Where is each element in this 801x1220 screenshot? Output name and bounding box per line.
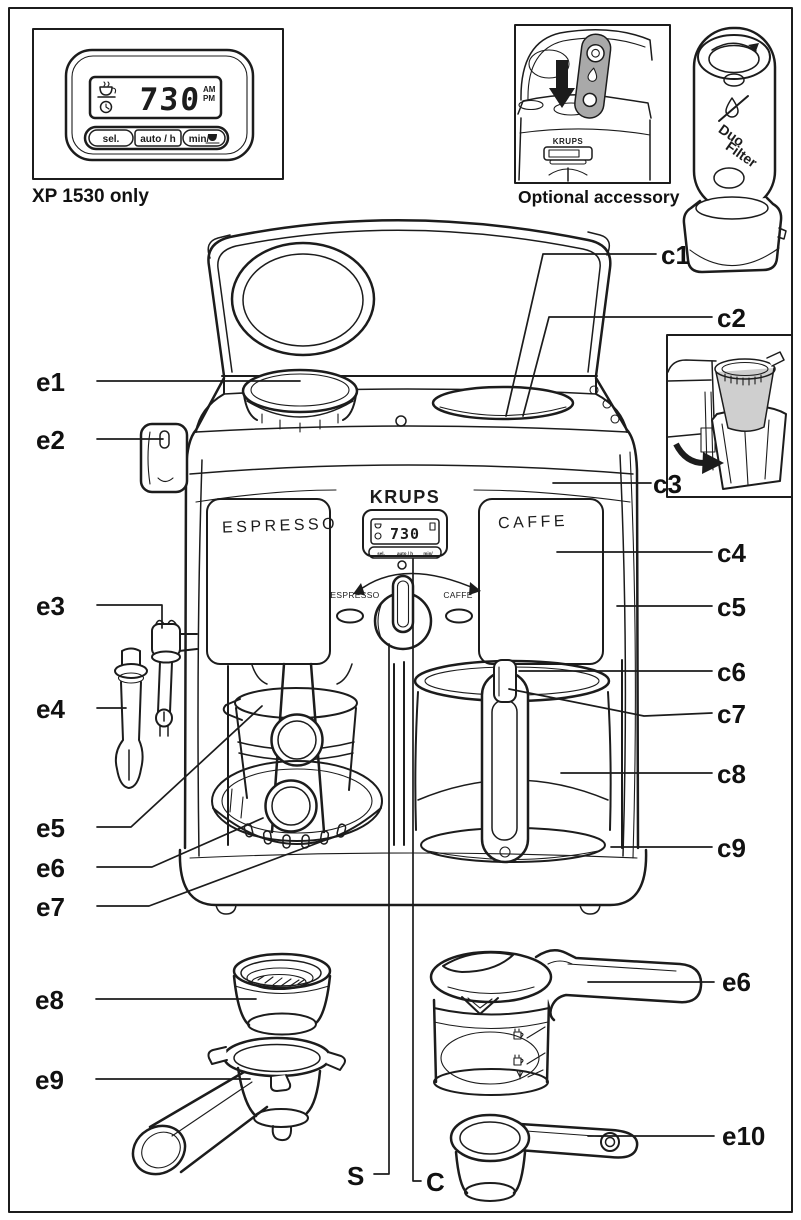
callout-c6: c6 bbox=[717, 657, 746, 687]
machine-display bbox=[362, 509, 448, 557]
espresso-indicator bbox=[336, 608, 364, 624]
inset-display-time: 730 bbox=[138, 82, 202, 118]
optional-accessory-inset: KRUPS bbox=[514, 24, 671, 184]
lid-recess bbox=[230, 241, 376, 357]
caffe-door: CAFFE bbox=[478, 498, 604, 665]
espresso-carafe-handle bbox=[534, 949, 703, 1022]
callout-c7: c7 bbox=[717, 699, 746, 729]
callout-e6-left: e6 bbox=[36, 853, 65, 883]
sel-button bbox=[88, 129, 134, 147]
espresso-door: ESPRESSO bbox=[206, 498, 339, 665]
sel-button-label: sel. bbox=[103, 134, 120, 145]
filter-basket bbox=[232, 952, 332, 1036]
clock-panel-inset: 730 AM PM sel. auto / h min/ bbox=[32, 28, 284, 180]
brand-label: KRUPS bbox=[370, 487, 441, 507]
callout-e10: e10 bbox=[722, 1121, 766, 1151]
micro-auto: auto / h bbox=[397, 551, 413, 556]
micro-sel: sel. bbox=[377, 551, 385, 556]
cone-filter bbox=[714, 351, 785, 432]
callout-c5: c5 bbox=[717, 592, 746, 622]
selector-caffe-label: CAFFE bbox=[443, 590, 472, 600]
callout-leader-lines bbox=[95, 253, 715, 1182]
selector-knob bbox=[373, 574, 433, 651]
espresso-door-label: ESPRESSO bbox=[222, 516, 339, 537]
hinged-lid bbox=[207, 219, 612, 378]
clock-inset-caption: XP 1530 only bbox=[32, 186, 149, 207]
steam-nozzle bbox=[151, 619, 198, 737]
callout-e7: e7 bbox=[36, 892, 65, 922]
auto-h-button-label: auto / h bbox=[140, 134, 176, 145]
caffe-door-label: CAFFE bbox=[498, 513, 569, 532]
espresso-brew-area bbox=[211, 662, 395, 849]
portafilter bbox=[131, 1036, 346, 1176]
callout-e3: e3 bbox=[36, 591, 65, 621]
callout-e9: e9 bbox=[35, 1065, 64, 1095]
callout-s: S bbox=[347, 1161, 365, 1191]
measuring-spoon bbox=[449, 1113, 639, 1202]
pm-label: PM bbox=[203, 94, 215, 103]
top-deck bbox=[195, 368, 628, 433]
duo-filter-cartridge-large: Duo Filter bbox=[682, 26, 787, 274]
insert-arrow-icon bbox=[549, 60, 575, 108]
accessory-inset-caption: Optional accessory bbox=[518, 187, 680, 207]
clock-icon bbox=[99, 100, 113, 114]
carafe-handle bbox=[480, 659, 530, 864]
cup-icon bbox=[205, 134, 220, 144]
duo-filter-cartridge-small bbox=[574, 33, 612, 119]
droplet-icon bbox=[718, 95, 749, 122]
callout-c9: c9 bbox=[717, 833, 746, 863]
callout-c4: c4 bbox=[717, 538, 746, 568]
droplet-icon bbox=[587, 67, 598, 82]
espresso-carafe bbox=[429, 949, 703, 1096]
brew-head-column bbox=[264, 662, 326, 834]
callout-c2: c2 bbox=[717, 303, 746, 333]
callout-c1: c1 bbox=[661, 240, 690, 270]
indicator-dot bbox=[397, 560, 407, 570]
callout-c: C bbox=[426, 1167, 445, 1197]
water-tank-opening bbox=[431, 385, 575, 421]
basket-mesh bbox=[251, 973, 307, 991]
machine-display-buttons bbox=[368, 546, 442, 559]
page-border bbox=[8, 7, 793, 1213]
cup-level-marks bbox=[513, 1026, 546, 1080]
callout-e4: e4 bbox=[36, 694, 65, 724]
caffe-indicator bbox=[445, 608, 473, 624]
callout-c3: c3 bbox=[653, 469, 682, 499]
cup-icon bbox=[97, 81, 117, 98]
boiler-cap bbox=[241, 368, 359, 433]
steam-knob bbox=[139, 422, 189, 494]
callout-c8: c8 bbox=[717, 759, 746, 789]
espresso-carafe-lid bbox=[429, 950, 553, 1015]
am-label: AM bbox=[203, 85, 216, 94]
inset-brand: KRUPS bbox=[553, 137, 584, 146]
min-button-label: min/ bbox=[189, 134, 210, 145]
auto-h-button bbox=[134, 129, 182, 147]
callout-e5: e5 bbox=[36, 813, 65, 843]
micro-min: min/ bbox=[423, 551, 433, 556]
frothing-attachment bbox=[114, 647, 148, 789]
selector-espresso-label: ESPRESSO bbox=[330, 590, 379, 600]
callout-e2: e2 bbox=[36, 425, 65, 455]
coffee-carafe-area bbox=[403, 659, 623, 864]
filter-holder-inset bbox=[666, 334, 793, 498]
callout-e1: e1 bbox=[36, 367, 65, 397]
machine-display-time: 730 bbox=[390, 525, 420, 543]
portafilter-handle bbox=[131, 1070, 269, 1176]
swing-arrow-icon bbox=[673, 442, 724, 474]
callout-e8: e8 bbox=[35, 985, 64, 1015]
min-button bbox=[182, 129, 226, 147]
callout-e6-right: e6 bbox=[722, 967, 751, 997]
control-panel: KRUPS 730 sel. auto / h min/ ESPRESSO CA… bbox=[330, 487, 481, 651]
